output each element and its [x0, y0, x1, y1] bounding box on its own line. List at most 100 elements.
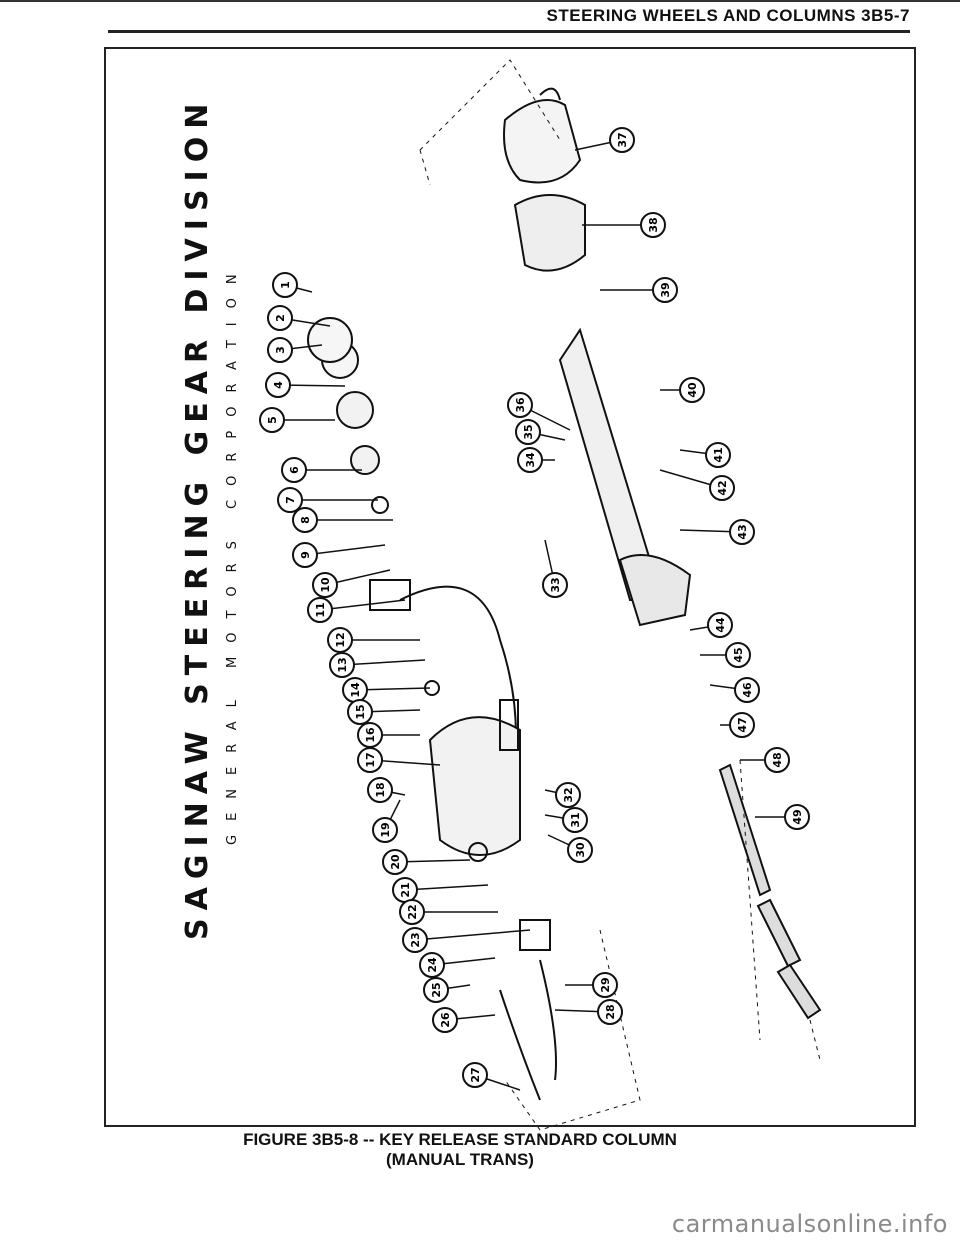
callout-circle-18: [367, 777, 393, 803]
callout-circle-33: [542, 572, 568, 598]
callout-16: 16: [357, 722, 383, 748]
callout-circle-48: [764, 747, 790, 773]
callout-circle-2: [267, 305, 293, 331]
callout-number-20: 20: [389, 854, 402, 870]
callout-number-46: 46: [741, 682, 754, 698]
callout-number-18: 18: [374, 782, 387, 797]
callout-30: 30: [567, 837, 593, 863]
callout-circle-40: [679, 377, 705, 403]
callout-number-11: 11: [314, 602, 327, 617]
callout-29: 29: [592, 972, 618, 998]
callout-circle-38: [640, 212, 666, 238]
callout-number-1: 1: [279, 281, 292, 289]
callout-number-44: 44: [714, 617, 727, 633]
callout-number-26: 26: [439, 1012, 452, 1028]
callout-1: 1: [272, 272, 298, 298]
callout-46: 46: [734, 677, 760, 703]
callout-8: 8: [292, 507, 318, 533]
callout-number-42: 42: [716, 480, 729, 495]
callout-number-43: 43: [736, 524, 749, 539]
callout-circle-24: [419, 952, 445, 978]
callout-45: 45: [725, 642, 751, 668]
callout-35: 35: [515, 419, 541, 445]
callout-number-16: 16: [364, 727, 377, 743]
callout-circle-4: [265, 372, 291, 398]
callout-15: 15: [347, 699, 373, 725]
parts-drawing: [307, 59, 822, 1131]
callout-number-30: 30: [574, 842, 587, 858]
callout-42: 42: [709, 475, 735, 501]
callout-33: 33: [542, 572, 568, 598]
dimmer-rod: [539, 959, 557, 1081]
bushing: [468, 842, 488, 862]
callout-circle-34: [517, 447, 543, 473]
callout-circle-39: [652, 277, 678, 303]
callout-6: 6: [281, 457, 307, 483]
callout-43: 43: [729, 519, 755, 545]
column-cover: [503, 99, 582, 184]
callout-31: 31: [562, 807, 588, 833]
turn-signal-harness: [399, 585, 517, 761]
callout-circle-17: [357, 747, 383, 773]
callout-number-39: 39: [659, 282, 672, 297]
callout-number-6: 6: [288, 466, 301, 474]
callout-leader-9: [304, 544, 386, 556]
callout-20: 20: [382, 849, 408, 875]
callout-21: 21: [392, 877, 418, 903]
callout-38: 38: [640, 212, 666, 238]
callout-leader-13: [341, 659, 426, 666]
shift-rod: [499, 989, 541, 1101]
callout-13: 13: [329, 652, 355, 678]
callout-circle-46: [734, 677, 760, 703]
callout-circle-28: [597, 999, 623, 1025]
callout-number-38: 38: [647, 217, 660, 232]
callout-leader-11: [319, 599, 406, 611]
callout-11: 11: [307, 597, 333, 623]
callout-2: 2: [267, 305, 293, 331]
callout-number-48: 48: [771, 752, 784, 767]
callout-circle-25: [423, 977, 449, 1003]
callout-circle-10: [312, 572, 338, 598]
callout-44: 44: [707, 612, 733, 638]
callout-circle-29: [592, 972, 618, 998]
callout-12: 12: [327, 627, 353, 653]
callout-circle-13: [329, 652, 355, 678]
callout-number-14: 14: [349, 682, 362, 698]
callout-circle-7: [277, 487, 303, 513]
callout-circle-26: [432, 1007, 458, 1033]
callout-circle-42: [709, 475, 735, 501]
callout-number-4: 4: [272, 381, 285, 389]
callout-circle-45: [725, 642, 751, 668]
callout-number-34: 34: [524, 452, 537, 468]
callout-circle-5: [259, 407, 285, 433]
callout-37: 37: [609, 127, 635, 153]
callout-number-17: 17: [364, 752, 377, 767]
callout-circle-3: [267, 337, 293, 363]
callout-number-21: 21: [399, 882, 412, 897]
callout-24: 24: [419, 952, 445, 978]
callout-circle-22: [399, 899, 425, 925]
callout-number-3: 3: [274, 346, 287, 354]
callout-number-8: 8: [299, 516, 312, 524]
callout-circle-41: [705, 442, 731, 468]
callout-number-49: 49: [791, 809, 804, 824]
callout-34: 34: [517, 447, 543, 473]
callout-circle-36: [507, 392, 533, 418]
callout-number-33: 33: [549, 577, 562, 592]
callout-number-12: 12: [334, 632, 347, 647]
callout-leader-23: [414, 929, 531, 941]
callout-circle-1: [272, 272, 298, 298]
callout-28: 28: [597, 999, 623, 1025]
callout-number-28: 28: [604, 1004, 617, 1019]
callout-number-19: 19: [379, 822, 392, 837]
callout-circle-32: [555, 782, 581, 808]
callout-22: 22: [399, 899, 425, 925]
callout-number-2: 2: [274, 314, 287, 322]
callout-number-45: 45: [732, 647, 745, 662]
callout-number-9: 9: [299, 551, 312, 559]
callout-circle-6: [281, 457, 307, 483]
callout-40: 40: [679, 377, 705, 403]
callout-circle-9: [292, 542, 318, 568]
callout-9: 9: [292, 542, 318, 568]
